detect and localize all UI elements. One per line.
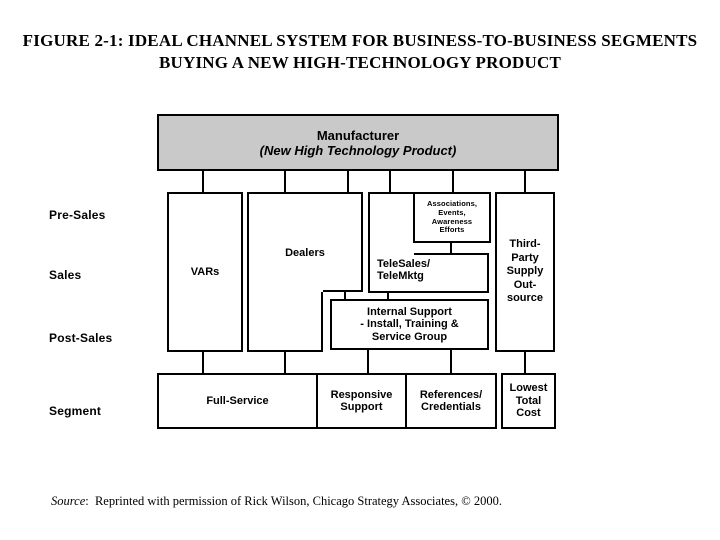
telesales-line2: TeleMktg <box>377 270 424 282</box>
telesales-box-lower <box>414 253 489 293</box>
internal-support-label: Internal Support - Install, Training & S… <box>360 306 458 344</box>
connector-internal-support-responsive <box>367 349 369 374</box>
connector-associations-telesales <box>450 243 452 253</box>
source-label: Source <box>51 494 86 508</box>
segment-box-lowest-total-cost: Lowest Total Cost <box>501 373 556 429</box>
associations-line4: Efforts <box>439 225 465 235</box>
vars-label: VARs <box>190 265 220 278</box>
connector-mfg-vars <box>202 171 204 192</box>
source-note: Source: Reprinted with permission of Ric… <box>51 494 502 509</box>
figure-title-line1: FIGURE 2-1: IDEAL CHANNEL SYSTEM FOR BUS… <box>22 31 698 50</box>
connector-mfg-associations <box>452 171 454 192</box>
segment-lowest-line1: Lowest <box>509 382 548 395</box>
manufacturer-name: Manufacturer <box>316 127 400 143</box>
connector-third-party-lowest-cost <box>524 351 526 374</box>
segment-responsive-line1: Responsive <box>330 388 393 401</box>
internal-support-box: Internal Support - Install, Training & S… <box>330 299 489 350</box>
segment-references-label: References/ Credentials <box>420 389 482 414</box>
third-party-label: Third- Party Supply Out- source <box>507 238 544 306</box>
row-label-post-sales: Post-Sales <box>49 331 113 345</box>
connector-mfg-dealers-left <box>284 171 286 192</box>
dealers-box-upper-right <box>323 192 363 292</box>
third-party-box: Third- Party Supply Out- source <box>495 192 555 352</box>
internal-support-line3: Service Group <box>371 330 448 343</box>
row-label-segment: Segment <box>49 404 102 418</box>
row-label-pre-sales: Pre-Sales <box>49 208 106 222</box>
segment-lowest-line3: Cost <box>516 407 541 420</box>
connector-mfg-telesales <box>389 171 391 192</box>
telesales-box-strip <box>368 192 414 293</box>
associations-line1: Associations, <box>426 199 478 209</box>
connector-dealers-internal-support <box>344 291 346 300</box>
telesales-label: TeleSales/ TeleMktg <box>377 258 430 282</box>
connector-mfg-dealers-right <box>347 171 349 192</box>
figure-title-line2: BUYING A NEW HIGH-TECHNOLOGY PRODUCT <box>158 53 562 72</box>
connector-telesales-internal-support <box>387 292 389 300</box>
segment-box-references-credentials: References/ Credentials <box>405 373 497 429</box>
connector-vars-full-service <box>202 351 204 374</box>
internal-support-line1: Internal Support <box>367 305 452 318</box>
associations-line2: Events, <box>438 207 466 217</box>
segment-references-line1: References/ <box>419 388 483 401</box>
segment-box-responsive-support: Responsive Support <box>316 373 407 429</box>
segment-lowest-line2: Total <box>515 394 542 407</box>
connector-internal-support-references <box>450 349 452 374</box>
segment-lowest-cost-label: Lowest Total Cost <box>510 382 548 420</box>
connector-mfg-third-party <box>524 171 526 192</box>
segment-responsive-support-label: Responsive Support <box>331 389 393 414</box>
vars-box: VARs <box>167 192 243 352</box>
source-text: : Reprinted with permission of Rick Wils… <box>85 494 502 508</box>
segment-references-line2: Credentials <box>421 401 481 413</box>
internal-support-line2: - Install, Training & <box>360 318 459 331</box>
dealers-label: Dealers <box>285 247 325 259</box>
third-party-line2: Party <box>511 251 539 264</box>
third-party-line4: Out- <box>513 278 537 291</box>
row-label-sales: Sales <box>49 268 82 282</box>
third-party-line1: Third- <box>509 238 541 251</box>
associations-box: Associations, Events, Awareness Efforts <box>413 192 491 243</box>
dealers-box <box>247 192 323 352</box>
segment-full-service-line1: Full-Service <box>206 394 269 407</box>
manufacturer-subtitle: (New High Technology Product) <box>259 142 457 158</box>
dealers-step-line <box>321 292 323 352</box>
associations-line3: Awareness <box>431 216 473 226</box>
third-party-line5: source <box>506 292 544 305</box>
manufacturer-box: Manufacturer (New High Technology Produc… <box>157 114 559 171</box>
telesales-line1: TeleSales/ <box>377 258 430 270</box>
connector-dealers-full-service <box>284 351 286 374</box>
third-party-line3: Supply <box>506 265 544 278</box>
segment-box-full-service: Full-Service <box>157 373 318 429</box>
segment-full-service-label: Full-Service <box>206 395 268 408</box>
segment-responsive-line2: Support <box>340 401 383 413</box>
associations-label: Associations, Events, Awareness Efforts <box>427 200 477 234</box>
